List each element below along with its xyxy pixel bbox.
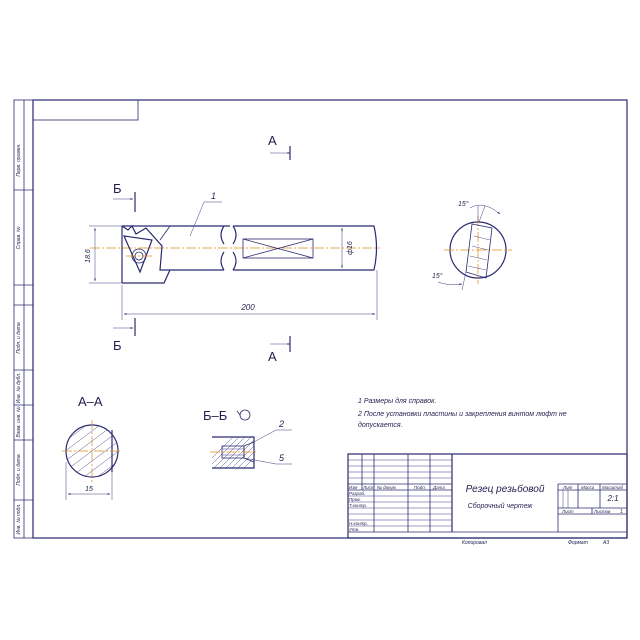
- svg-text:15°: 15°: [432, 272, 443, 280]
- svg-text:15°: 15°: [458, 200, 469, 208]
- section-bb: [210, 436, 258, 469]
- title-col-lit: Лит: [562, 485, 573, 490]
- svg-text:А: А: [268, 133, 277, 148]
- title-sheets-label: Листов: [593, 509, 611, 514]
- side-label-inv-podl: Инв. № подл.: [16, 503, 22, 534]
- leader-body: 1: [189, 191, 222, 237]
- leader-screw: 5: [243, 453, 292, 465]
- dim-length: 200: [121, 270, 378, 320]
- section-aa-title: А–А: [78, 394, 103, 409]
- title-row-prov: Пров.: [349, 497, 361, 502]
- top-left-code-box: [32, 99, 139, 121]
- drawing-name: Резец резьбовой: [466, 483, 545, 495]
- side-label-vzam-inv: Взам. инв. №: [16, 406, 22, 438]
- note-line-2a: 2 После установки пластины и закрепления…: [357, 411, 567, 418]
- svg-text:1: 1: [211, 191, 216, 201]
- document-type: Сборочный чертеж: [468, 502, 534, 510]
- side-label-podp-data-2: Подп. и дата: [16, 454, 22, 486]
- format-value: А3: [602, 540, 609, 546]
- dim-height: 18.6: [85, 225, 122, 284]
- svg-text:200: 200: [240, 303, 255, 312]
- main-view-holder: [90, 224, 380, 284]
- end-view: 15° 15°: [432, 200, 512, 291]
- scale-value: 2:1: [606, 494, 618, 503]
- svg-text:А: А: [268, 349, 277, 364]
- svg-text:18.6: 18.6: [85, 249, 92, 263]
- cutting-plane-a-top: А: [268, 133, 291, 160]
- sheets-value: 1: [620, 509, 623, 515]
- section-bb-title: Б–Б: [203, 408, 227, 423]
- technical-notes: 1 Размеры для справок. 2 После установки…: [357, 397, 567, 429]
- format-label: Формат: [568, 540, 588, 546]
- svg-text:15: 15: [85, 486, 93, 493]
- section-aa: 15: [62, 420, 122, 500]
- dim-diameter: ф16: [341, 227, 354, 269]
- title-col-list: Лист: [362, 485, 375, 490]
- cutting-insert: [123, 235, 153, 274]
- svg-text:5: 5: [279, 453, 285, 463]
- side-label-perv-primen: Перв. примен.: [16, 143, 22, 176]
- title-row-nkontr: Н.контр.: [349, 521, 368, 526]
- title-block: Изм Лист № докум. Подп. Дата Разраб. Про…: [347, 453, 628, 539]
- title-col-scale: Масштаб: [602, 485, 623, 490]
- copied-label: Копировал: [462, 540, 487, 546]
- sheet-inner-frame: [32, 99, 628, 539]
- title-row-utv: Утв.: [349, 527, 359, 532]
- cutting-plane-b-top: Б: [113, 181, 136, 212]
- svg-text:Б: Б: [113, 181, 122, 196]
- rotated-view-icon: [236, 409, 251, 421]
- title-col-date: Дата: [432, 485, 445, 490]
- side-label-sprav: Справ. №: [16, 226, 22, 249]
- cutting-plane-a-bottom: А: [268, 336, 291, 364]
- cutting-plane-b-bottom: Б: [113, 318, 136, 353]
- side-label-inv-dubl: Инв. № дубл.: [16, 373, 22, 404]
- svg-text:Б: Б: [113, 338, 122, 353]
- note-line-2b: допускается.: [358, 421, 403, 429]
- title-sheet-label: Лист: [561, 509, 574, 514]
- title-col-mass: Масса: [581, 485, 595, 490]
- leader-insert: 2: [251, 419, 292, 444]
- title-col-sign: Подп.: [414, 485, 426, 490]
- svg-text:2: 2: [278, 419, 284, 429]
- title-row-tkontr: Т.контр.: [349, 503, 367, 508]
- note-line-1: 1 Размеры для справок.: [358, 397, 436, 405]
- title-col-doc: № докум.: [377, 485, 397, 490]
- title-row-razrab: Разраб.: [349, 491, 365, 496]
- side-label-podp-data-1: Подп. и дата: [16, 322, 22, 354]
- title-col-izm: Изм: [349, 485, 357, 490]
- svg-text:ф16: ф16: [347, 241, 354, 255]
- side-strip: Перв. примен. Справ. № Подп. и дата Инв.…: [14, 100, 33, 538]
- flat-cross-marking: [242, 238, 314, 259]
